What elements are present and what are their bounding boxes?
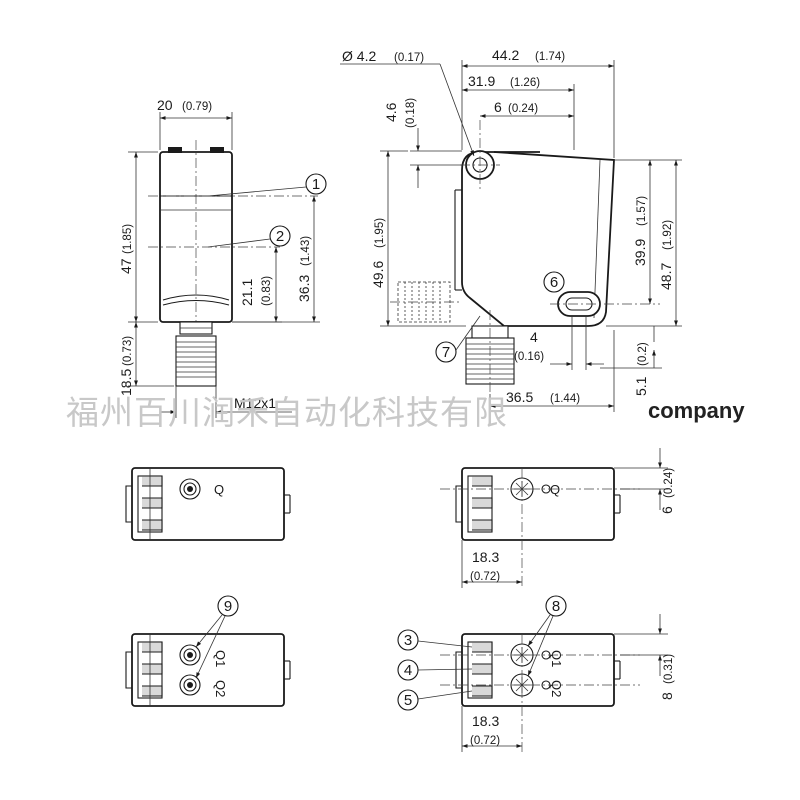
output-label-q2-b: Q2 (549, 680, 564, 697)
side-hole-to-front-inch: (1.26) (510, 77, 540, 89)
front-height-label: 47 (118, 258, 134, 274)
side-total-length-inch: (1.74) (535, 51, 565, 63)
side-height-right: 48.7 (658, 263, 674, 290)
front-connector-label: 18.5 (118, 369, 134, 396)
br2-offset-inch: (0.24) (663, 468, 675, 498)
side-hole-to-front: 31.9 (468, 73, 495, 89)
side-hole-inch: (0.17) (394, 52, 424, 64)
callout-6: 6 (543, 271, 565, 293)
side-total-length: 44.2 (492, 47, 519, 63)
svg-text:9: 9 (224, 598, 232, 615)
side-bottom-offset-inch: (0.2) (637, 342, 649, 366)
side-bottom-offset: 5.1 (633, 376, 649, 396)
connector-thread (176, 341, 216, 378)
output-label-q: Q (214, 482, 224, 497)
bottom-view-1: Q (125, 467, 291, 541)
side-view: 44.2 (1.74) 31.9 (1.26) 6 (0.24) Ø 4.2 (… (340, 47, 682, 412)
output-label-q1-b: Q1 (549, 650, 564, 667)
svg-text:2: 2 (276, 228, 284, 245)
callout-5: 5 (397, 689, 473, 711)
br4-offset-inch: (0.31) (663, 654, 675, 684)
side-hole-offset-inch: (0.24) (508, 103, 538, 115)
svg-text:5: 5 (404, 692, 412, 709)
callout-7: 7 (435, 315, 481, 363)
side-connector-pos: 36.5 (506, 389, 533, 405)
front-width-label: 20 (157, 97, 173, 113)
bottom-view-2: Q 6 (0.24) 18.3 (0.72) (440, 448, 675, 588)
callout-9: 9 (195, 595, 239, 679)
side-height-left-inch: (1.95) (374, 218, 386, 248)
callout-2: 2 (207, 225, 291, 248)
br4-offset-label: 8 (659, 692, 675, 700)
front-view: 20 (0.79) 47 (1.85) 18.5 (0.73) 36.3 (1.… (118, 97, 327, 418)
svg-text:3: 3 (404, 632, 412, 649)
watermark-company: company (648, 398, 745, 423)
side-connector-alt (390, 281, 460, 323)
front-width-inch: (0.79) (182, 101, 212, 113)
front-axis1-inch: (1.43) (300, 236, 312, 266)
output-label-q1: Q1 (213, 650, 228, 667)
side-hole-top-inch: (0.18) (405, 98, 417, 128)
bottom-view-4: Q1 Q2 8 (0.31) 18.3 (0.72) 3 4 5 (397, 595, 675, 752)
watermark-text: 福州百川润禾自动化科技有限 (66, 393, 508, 432)
front-axis2-label: 21.1 (239, 279, 255, 306)
side-height-optic-inch: (1.57) (636, 196, 648, 226)
front-connector-inch: (0.73) (122, 336, 134, 366)
callout-3: 3 (397, 629, 473, 651)
bottom-view-3: Q1 Q2 9 (125, 595, 291, 707)
side-slot-offset-inch: (0.16) (514, 351, 544, 363)
front-height-inch: (1.85) (122, 224, 134, 254)
output-label-q2: Q2 (213, 680, 228, 697)
callout-1: 1 (207, 173, 327, 197)
svg-text:1: 1 (312, 176, 320, 193)
front-axis1-label: 36.3 (296, 275, 312, 302)
side-hole-label: Ø 4.2 (342, 48, 376, 64)
callout-8: 8 (527, 595, 567, 677)
br2-width-inch: (0.72) (470, 571, 500, 583)
svg-text:8: 8 (552, 598, 560, 615)
front-thread-label: M12x1 (234, 395, 276, 411)
side-height-right-inch: (1.92) (662, 220, 674, 250)
front-axis2-inch: (0.83) (261, 276, 273, 306)
svg-text:4: 4 (404, 662, 412, 679)
svg-text:7: 7 (442, 344, 450, 361)
br4-width-inch: (0.72) (470, 735, 500, 747)
output-label-q-2: Q (550, 482, 560, 497)
m12-connector (175, 335, 217, 387)
side-slot-offset: 4 (530, 329, 538, 345)
side-hole-top: 4.6 (383, 102, 399, 122)
side-height-left: 49.6 (370, 261, 386, 288)
br4-width-label: 18.3 (472, 713, 499, 729)
br2-offset-label: 6 (659, 506, 675, 514)
side-connector-pos-inch: (1.44) (550, 393, 580, 405)
side-hole-offset: 6 (494, 99, 502, 115)
svg-text:6: 6 (550, 274, 558, 291)
side-housing (461, 151, 615, 327)
callout-4: 4 (397, 659, 473, 681)
br2-width-label: 18.3 (472, 549, 499, 565)
side-height-optic: 39.9 (632, 239, 648, 266)
